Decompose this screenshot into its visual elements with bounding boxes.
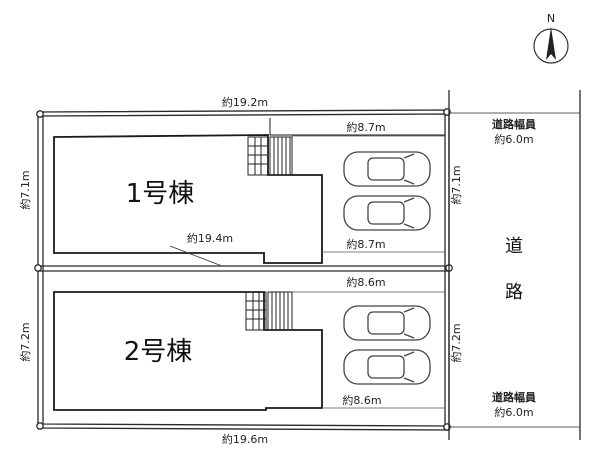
plot-2-parking-bottom: 約8.6m [342, 393, 381, 407]
compass: N [533, 12, 569, 64]
car-icon [343, 349, 431, 385]
compass-north-label: N [547, 12, 555, 25]
road-width-title-top: 道路幅員 [492, 117, 536, 131]
plot-1-inner-width: 約19.4m [187, 231, 233, 245]
building-1-label: 1号棟 [126, 179, 195, 209]
plot-1-top-width: 約19.2m [222, 95, 268, 109]
car-icon [343, 305, 431, 341]
road-label-line2: 路 [505, 282, 523, 303]
compass-needle-icon [546, 27, 556, 60]
road-label-line1: 道 [505, 236, 523, 257]
plot-1-left-depth: 約7.1m [18, 170, 32, 209]
road-width-value-bottom: 約6.0m [494, 405, 533, 419]
plot-1-right-depth: 約7.1m [449, 165, 463, 204]
road-width-title-bottom: 道路幅員 [492, 390, 536, 404]
road-width-value-top: 約6.0m [494, 132, 533, 146]
car-icon [343, 151, 431, 187]
building-1-entry [247, 136, 293, 176]
plot-2-right-depth: 約7.2m [449, 323, 463, 362]
plot-1-parking-top: 約8.7m [346, 120, 385, 134]
parked-cars [343, 151, 431, 385]
parking-dimension-lines [169, 135, 445, 409]
plot-2-left-depth: 約7.2m [18, 322, 32, 361]
building-1 [53, 118, 445, 264]
road-edges [448, 90, 581, 440]
car-icon [343, 195, 431, 231]
plot-2-bottom-width: 約19.6m [222, 432, 268, 446]
plot-1-parking-bottom: 約8.7m [346, 237, 385, 251]
plot-2-parking-top: 約8.6m [346, 275, 385, 289]
building-2-label: 2号棟 [124, 337, 193, 367]
building-2-entry [245, 291, 293, 331]
